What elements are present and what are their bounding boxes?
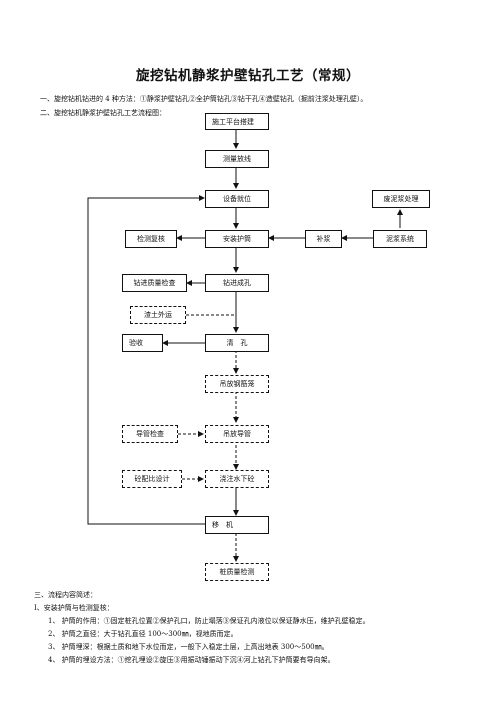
flow-box-construction-prep: 施工平台搭建 <box>205 113 269 130</box>
summary-heading: 三、流程内容简述： <box>34 591 97 599</box>
flow-box-pipe-check: 导管检查 <box>122 425 178 443</box>
summary-item: 3、 护筒埋深：根据土质和地下水位而定，一般下入稳定土层，上高出地表 300～5… <box>48 643 329 651</box>
flow-box-spoil-removal: 渣土外运 <box>130 306 186 324</box>
summary-item: 4、 护筒的埋设方法：①挖孔埋设②旋压③用振动锤振动下沉④河上钻孔下护筒要有导向… <box>48 656 335 664</box>
flow-box-acceptance: 验收 <box>122 334 163 352</box>
intro-line-2: 二、旋挖钻机静浆护壁钻孔工艺流程图： <box>40 109 166 117</box>
flow-box-drilling-quality: 钻进质量检查 <box>122 274 187 292</box>
intro-line-1: 一、旋挖钻机钻进的 4 种方法：①静浆护壁钻孔②全护筒钻孔③钻干孔④造壁钻孔（掘… <box>40 95 368 103</box>
summary-subheading: Ⅰ、安装护筒与检测复核： <box>34 604 114 612</box>
flow-box-pile-testing: 桩质量检测 <box>205 563 269 581</box>
flow-box-casing-install: 安装护筒 <box>205 230 269 248</box>
flow-box-add-slurry: 补浆 <box>305 230 342 248</box>
flow-box-equipment-setup: 设备就位 <box>205 190 269 208</box>
page-title: 旋挖钻机静浆护壁钻孔工艺（常规） <box>136 68 360 84</box>
flow-box-move: 移 机 <box>205 516 269 534</box>
flow-box-inspection-review: 检测复核 <box>125 230 177 248</box>
flow-box-mud-system: 泥浆系统 <box>373 230 427 248</box>
flow-box-mix-design: 砼配比设计 <box>122 470 182 488</box>
flow-box-waste-mud: 废泥浆处理 <box>372 190 430 208</box>
flow-box-cage-lifting: 吊放钢筋笼 <box>205 375 269 393</box>
flow-box-drilling: 钻进成孔 <box>205 274 269 292</box>
flow-box-survey: 测量放线 <box>205 150 269 168</box>
flow-box-hole-cleaning: 清 孔 <box>205 334 269 352</box>
summary-item: 2、 护筒之直径：大于钻孔直径 100～300㎜，视地质而定。 <box>48 630 238 638</box>
flow-box-underwater-pour: 浇注水下砼 <box>205 470 269 488</box>
flow-box-pipe-lowering: 吊放导管 <box>205 425 269 443</box>
summary-item: 1、 护筒的作用：①固定桩孔位置②保护孔口，防止塌落③保证孔内液位以保证静水压，… <box>48 617 370 625</box>
